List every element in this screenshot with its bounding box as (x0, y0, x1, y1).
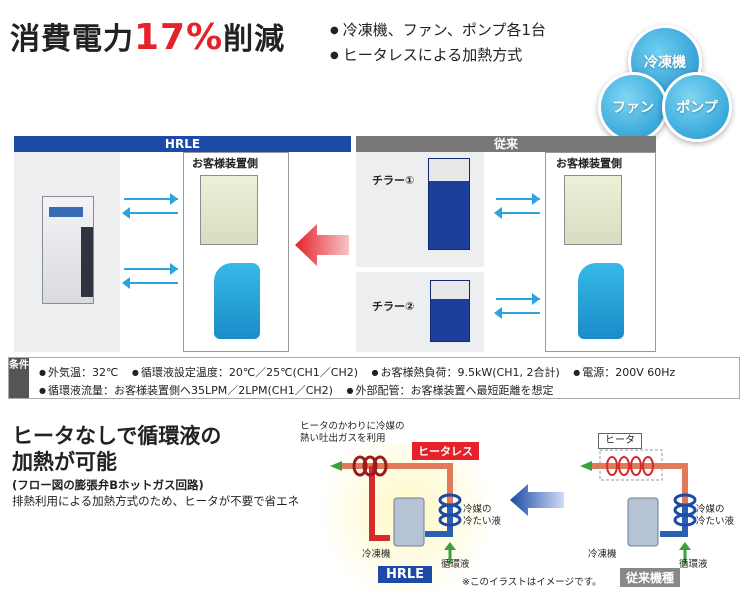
chiller2-panel: チラー② (356, 272, 484, 352)
pump-circle: ポンプ (662, 72, 732, 142)
comparison-arrow-icon (295, 224, 349, 266)
circulating-label: 循環液 (441, 559, 470, 570)
section-subtitle: (フロー図の膨張弁Bホットガス回路) 排熱利用による加熱方式のため、ヒータが不要… (12, 477, 299, 509)
customer-device-image (200, 175, 258, 245)
flow-arrow (124, 282, 178, 284)
hrle-unit-image (42, 196, 94, 304)
customer-device-image (564, 175, 622, 245)
headline: 消費電力17%削減 (10, 14, 285, 58)
refrigerator-label: 冷凍機 (362, 549, 391, 560)
flow-arrow (496, 198, 540, 200)
flow-arrow (124, 212, 178, 214)
robot-arm-image (578, 263, 624, 339)
pump-circle-label: ポンプ (676, 100, 718, 116)
conventional-badge: 従来機種 (620, 568, 681, 587)
hot-gas-note: ヒータのかわりに冷媒の 熱い吐出ガスを利用 (300, 421, 405, 445)
chiller1-top (429, 159, 469, 181)
cold-refrigerant-label: 冷媒の 冷たい液 (463, 504, 501, 528)
hrle-unit-panel (14, 152, 120, 352)
heaterless-badge: ヒータレス (412, 442, 479, 460)
circulating-label: 循環液 (679, 559, 708, 570)
bullet-item: 冷凍機、ファン、ポンプ各1台 (330, 18, 546, 43)
chiller2-label: チラー② (372, 300, 415, 313)
refrigerator-circle-label: 冷凍機 (644, 55, 686, 71)
condition-item: 循環液設定温度：20℃／25℃(CH1／CH2) (132, 366, 358, 379)
arrow-head-left (494, 307, 502, 319)
arrow-head-left (122, 277, 130, 289)
flow-arrow (496, 212, 540, 214)
customer-device-label: お客様装置側 (556, 157, 622, 170)
condition-item: 循環液流量：お客様装置側へ35LPM／2LPM(CH1／CH2) (39, 384, 333, 397)
section-title: ヒータなしで循環液の 加熱が可能 (12, 423, 221, 475)
cold-refrigerant-line: 冷たい液 (463, 516, 502, 527)
bullet-item: ヒータレスによる加熱方式 (330, 43, 546, 68)
illustration-note: ※このイラストはイメージです。 (462, 577, 602, 588)
hrle-customer-box: お客様装置側 (183, 152, 289, 352)
conditions-row2: 循環液流量：お客様装置側へ35LPM／2LPM(CH1／CH2) 外部配管：お客… (39, 382, 563, 398)
cold-refrigerant-line: 冷媒の (463, 504, 492, 515)
section-subtitle-line: (フロー図の膨張弁Bホットガス回路) (12, 478, 204, 492)
conventional-pipe-diagram (580, 449, 697, 564)
feature-bullets: 冷凍機、ファン、ポンプ各1台 ヒータレスによる加熱方式 (330, 18, 546, 68)
arrow-head-right (532, 293, 540, 305)
conditions-box: 条件 外気温：32℃ 循環液設定温度：20℃／25℃(CH1／CH2) お客様熱… (8, 357, 740, 399)
arrow-head-right (532, 193, 540, 205)
section-title-line: ヒータなしで循環液の (12, 424, 222, 448)
robot-arm-image (214, 263, 260, 339)
condition-item: 電源：200V 60Hz (573, 366, 675, 379)
hrle-unit-label-strip (49, 207, 83, 217)
fan-circle: ファン (598, 72, 668, 142)
refrigerator-label: 冷凍機 (588, 549, 617, 560)
chiller1-image (428, 158, 470, 250)
arrow-head-left (122, 207, 130, 219)
headline-highlight: 17% (134, 17, 224, 58)
arrow-head-left (494, 207, 502, 219)
customer-device-label: お客様装置側 (192, 157, 258, 170)
heater-label: ヒータ (598, 433, 642, 449)
conventional-customer-box: お客様装置側 (545, 152, 656, 352)
section-subtitle-line: 排熱利用による加熱方式のため、ヒータが不要で省エネ (12, 494, 300, 508)
conventional-header: 従来 (356, 136, 656, 152)
section-title-line: 加熱が可能 (12, 450, 117, 474)
hrle-badge: HRLE (378, 566, 433, 583)
flow-arrow (496, 312, 540, 314)
condition-item: お客様熱負荷：9.5kW(CH1, 2合計) (372, 366, 560, 379)
hot-gas-note-line: 熱い吐出ガスを利用 (300, 433, 386, 444)
conditions-tag: 条件 (9, 358, 29, 398)
flow-arrow (496, 298, 540, 300)
condition-item: 外部配管：お客様装置へ最短距離を想定 (346, 384, 553, 397)
hrle-pipe-diagram (330, 455, 462, 564)
conditions-tag-text: 条件 (9, 360, 29, 371)
hrle-header: HRLE (14, 136, 351, 152)
hrle-unit-vent (81, 227, 93, 297)
arrow-head-right (170, 263, 178, 275)
chiller2-top (431, 281, 469, 299)
headline-prefix: 消費電力 (10, 22, 134, 57)
chiller2-image (430, 280, 470, 342)
hot-gas-note-line: ヒータのかわりに冷媒の (300, 421, 405, 432)
arrow-head-right (170, 193, 178, 205)
cold-refrigerant-label: 冷媒の 冷たい液 (696, 504, 734, 528)
comparison-arrow-blue-icon (510, 484, 564, 516)
condition-item: 外気温：32℃ (39, 366, 118, 379)
cold-refrigerant-line: 冷たい液 (696, 516, 735, 527)
flow-arrow (124, 198, 178, 200)
chiller1-label: チラー① (372, 174, 415, 187)
flow-arrow (124, 268, 178, 270)
cold-refrigerant-line: 冷媒の (696, 504, 725, 515)
headline-suffix: 削減 (223, 22, 286, 57)
conditions-row1: 外気温：32℃ 循環液設定温度：20℃／25℃(CH1／CH2) お客様熱負荷：… (39, 364, 685, 380)
fan-circle-label: ファン (612, 100, 654, 116)
chiller1-panel: チラー① (356, 152, 484, 267)
